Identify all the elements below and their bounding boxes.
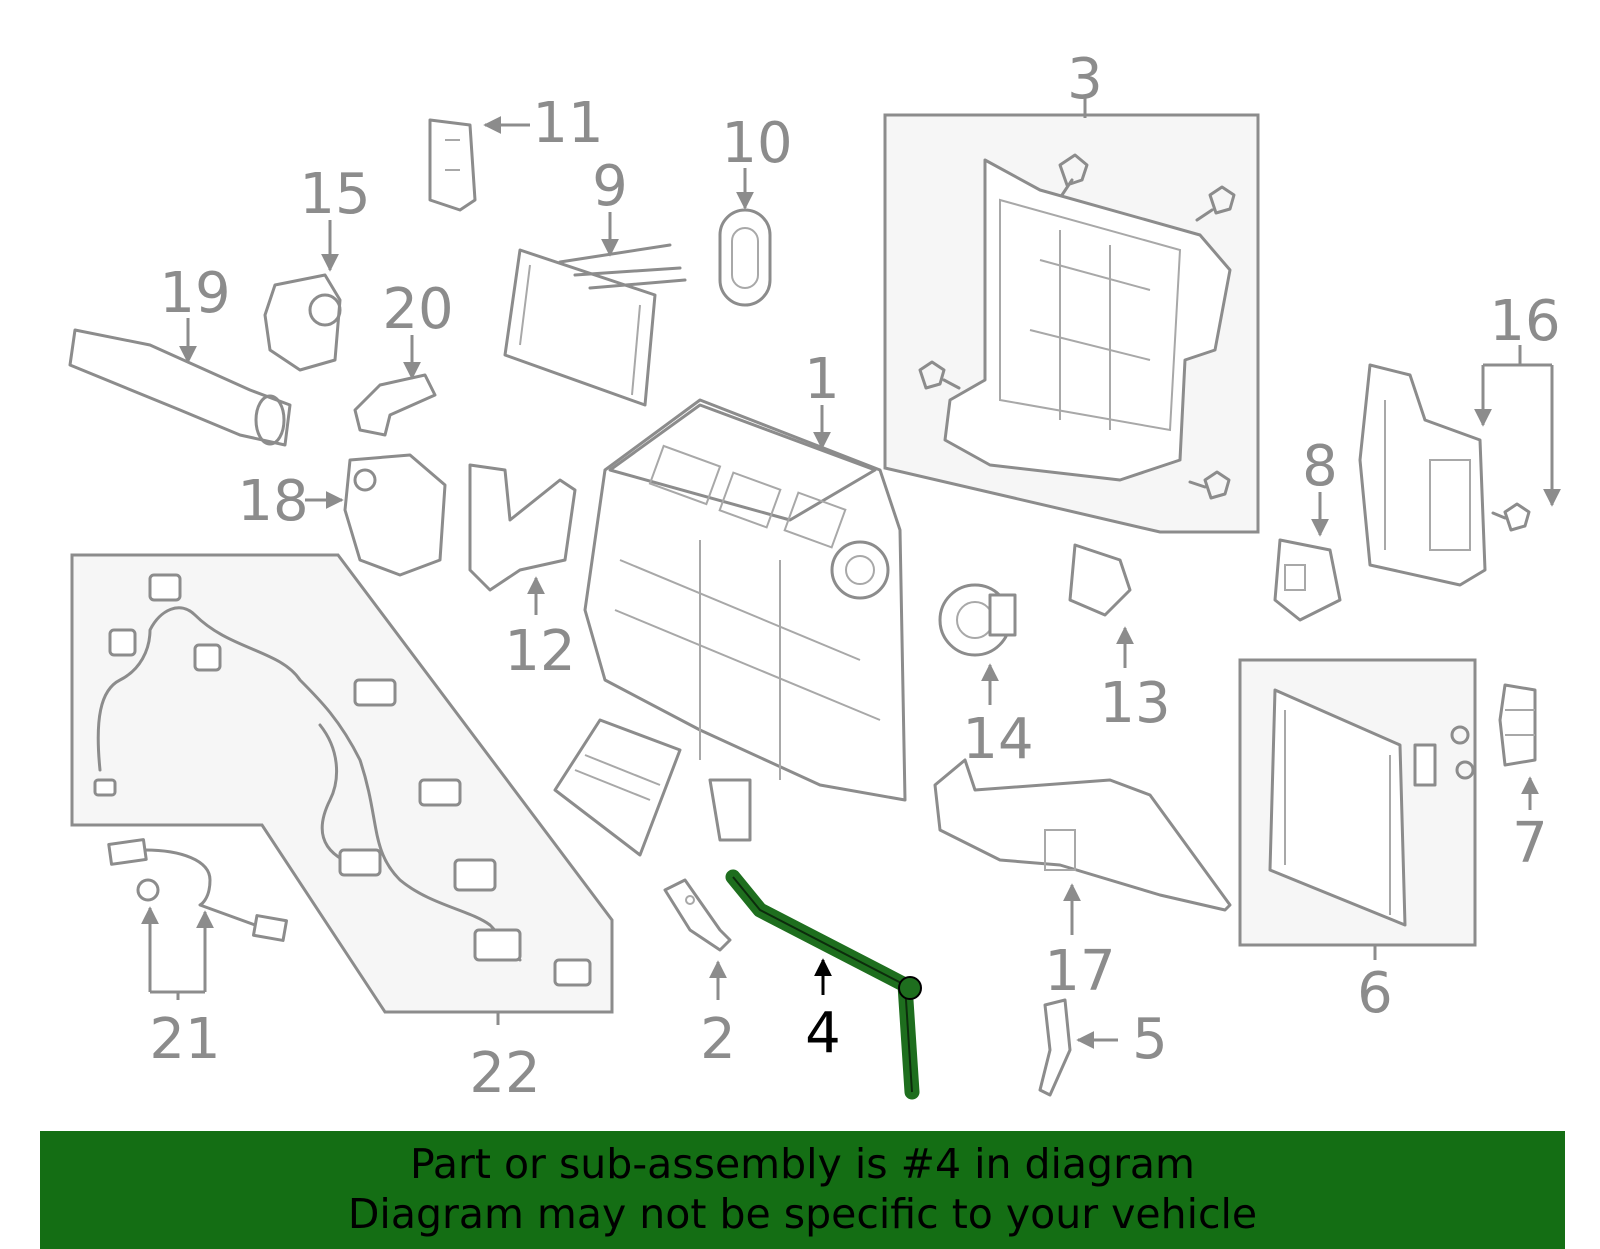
part-19-duct[interactable] xyxy=(68,328,292,447)
part-14-motor[interactable] xyxy=(938,583,1017,657)
callout-17[interactable]: 17 xyxy=(1044,939,1115,1004)
info-banner: Part or sub-assembly is #4 in diagram Di… xyxy=(40,1131,1565,1249)
part-2-bracket[interactable] xyxy=(663,878,732,952)
banner-line-disclaimer: Diagram may not be specific to your vehi… xyxy=(347,1190,1258,1238)
part-7-connector[interactable] xyxy=(1498,683,1537,767)
callout-16[interactable]: 16 xyxy=(1489,289,1560,354)
leader-21 xyxy=(148,908,207,1000)
part-9-heater-core[interactable] xyxy=(503,243,687,407)
part-21-sub-harness[interactable] xyxy=(107,838,289,942)
callout-14[interactable]: 14 xyxy=(962,707,1033,772)
callout-22[interactable]: 22 xyxy=(469,1041,540,1106)
callout-3[interactable]: 3 xyxy=(1067,47,1103,112)
part-15-actuator[interactable] xyxy=(263,273,342,372)
callout-8[interactable]: 8 xyxy=(1302,434,1338,499)
part-3-case[interactable] xyxy=(918,153,1236,500)
callout-19[interactable]: 19 xyxy=(159,261,230,326)
callout-1[interactable]: 1 xyxy=(804,347,840,412)
part-13-sensor[interactable] xyxy=(1068,543,1132,617)
part-5-clamp[interactable] xyxy=(1038,998,1072,1097)
callout-18[interactable]: 18 xyxy=(237,469,308,534)
callout-11[interactable]: 11 xyxy=(532,91,603,156)
callout-21[interactable]: 21 xyxy=(149,1007,220,1072)
part-8-resistor[interactable] xyxy=(1273,538,1342,622)
part-16-blower-case[interactable] xyxy=(1358,363,1531,587)
callout-13[interactable]: 13 xyxy=(1099,671,1170,736)
callout-2[interactable]: 2 xyxy=(700,1007,736,1072)
part-4-drain-hose[interactable] xyxy=(725,869,922,1100)
part-22-harness xyxy=(93,573,592,987)
callout-10[interactable]: 10 xyxy=(721,111,792,176)
part-10-grommet[interactable] xyxy=(718,208,772,307)
callout-5[interactable]: 5 xyxy=(1132,1007,1168,1072)
part-1-hvac-unit[interactable] xyxy=(553,398,907,857)
part-18-actuator[interactable] xyxy=(343,453,447,577)
part-12-duct[interactable] xyxy=(468,463,577,592)
callout-7[interactable]: 7 xyxy=(1512,811,1548,876)
callout-9[interactable]: 9 xyxy=(592,154,628,219)
part-17-duct[interactable] xyxy=(933,758,1232,912)
part-20-sensor[interactable] xyxy=(353,373,437,437)
callout-20[interactable]: 20 xyxy=(382,277,453,342)
callout-6[interactable]: 6 xyxy=(1357,961,1393,1026)
part-6-evaporator[interactable] xyxy=(1268,688,1475,927)
callout-12[interactable]: 12 xyxy=(504,619,575,684)
callout-4[interactable]: 4 xyxy=(805,1001,841,1066)
part-11-clip[interactable] xyxy=(428,118,477,212)
leader-16 xyxy=(1481,345,1552,505)
banner-line-part: Part or sub-assembly is #4 in diagram xyxy=(410,1140,1195,1188)
callout-15[interactable]: 15 xyxy=(299,162,370,227)
